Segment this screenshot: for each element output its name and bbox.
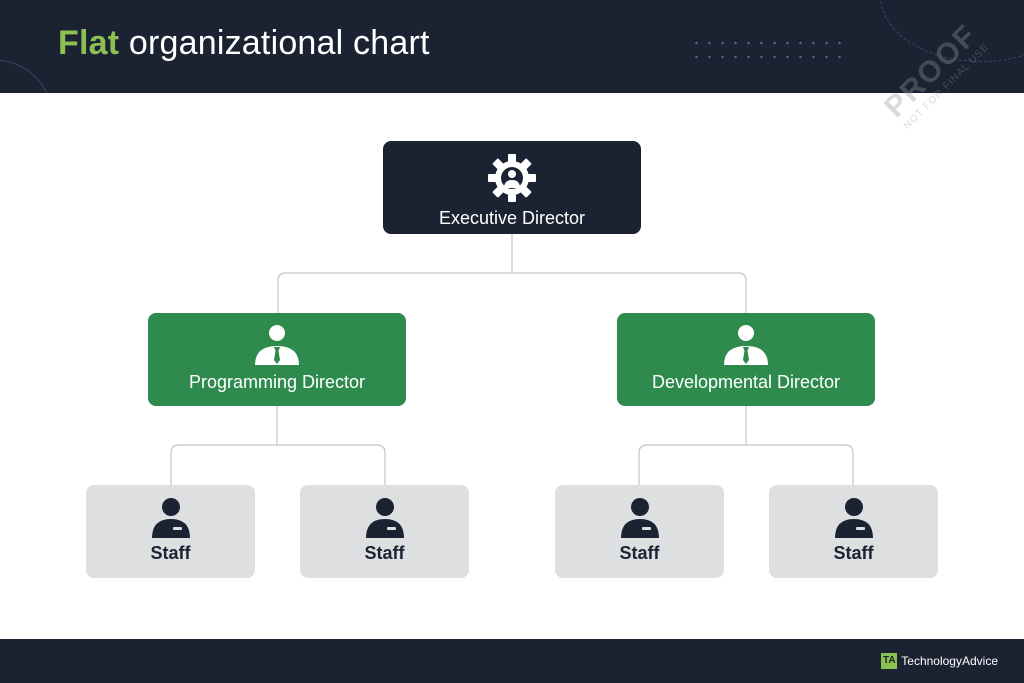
header-banner: Flat organizational chart <box>0 0 1024 93</box>
brand-logo: TA TechnologyAdvice <box>881 652 998 670</box>
brand-mark: TA <box>881 653 898 669</box>
node-label: Staff <box>833 543 874 563</box>
node-label: Programming Director <box>188 372 366 392</box>
programming-director-node: Programming Director <box>148 313 406 406</box>
decorative-dot-grid <box>690 36 850 70</box>
staff-node: Staff <box>769 485 938 578</box>
person-tie-icon <box>724 325 768 365</box>
gear-person-icon <box>488 154 536 202</box>
connector-dir2-to-staff <box>638 406 854 485</box>
person-badge-icon <box>620 498 659 538</box>
title-rest: organizational chart <box>119 24 430 62</box>
person-badge-icon <box>834 498 873 538</box>
executive-director-node: Executive Director <box>383 141 641 234</box>
title-accent: Flat <box>58 24 120 62</box>
node-label: Staff <box>364 543 405 563</box>
page-title: Flat organizational chart <box>58 24 430 63</box>
staff-node: Staff <box>300 485 469 578</box>
brand-name: TechnologyAdvice <box>901 654 998 668</box>
person-badge-icon <box>365 498 404 538</box>
person-badge-icon <box>151 498 190 538</box>
node-label: Staff <box>619 543 660 563</box>
staff-node: Staff <box>555 485 724 578</box>
node-label: Developmental Director <box>651 372 841 392</box>
node-label: Staff <box>150 543 191 563</box>
connector-dir1-to-staff <box>170 406 386 485</box>
developmental-director-node: Developmental Director <box>617 313 875 406</box>
connector-exec-to-directors <box>277 234 747 313</box>
node-label: Executive Director <box>438 208 586 228</box>
person-tie-icon <box>255 325 299 365</box>
footer-bar: TA TechnologyAdvice <box>0 639 1024 683</box>
staff-node: Staff <box>86 485 255 578</box>
